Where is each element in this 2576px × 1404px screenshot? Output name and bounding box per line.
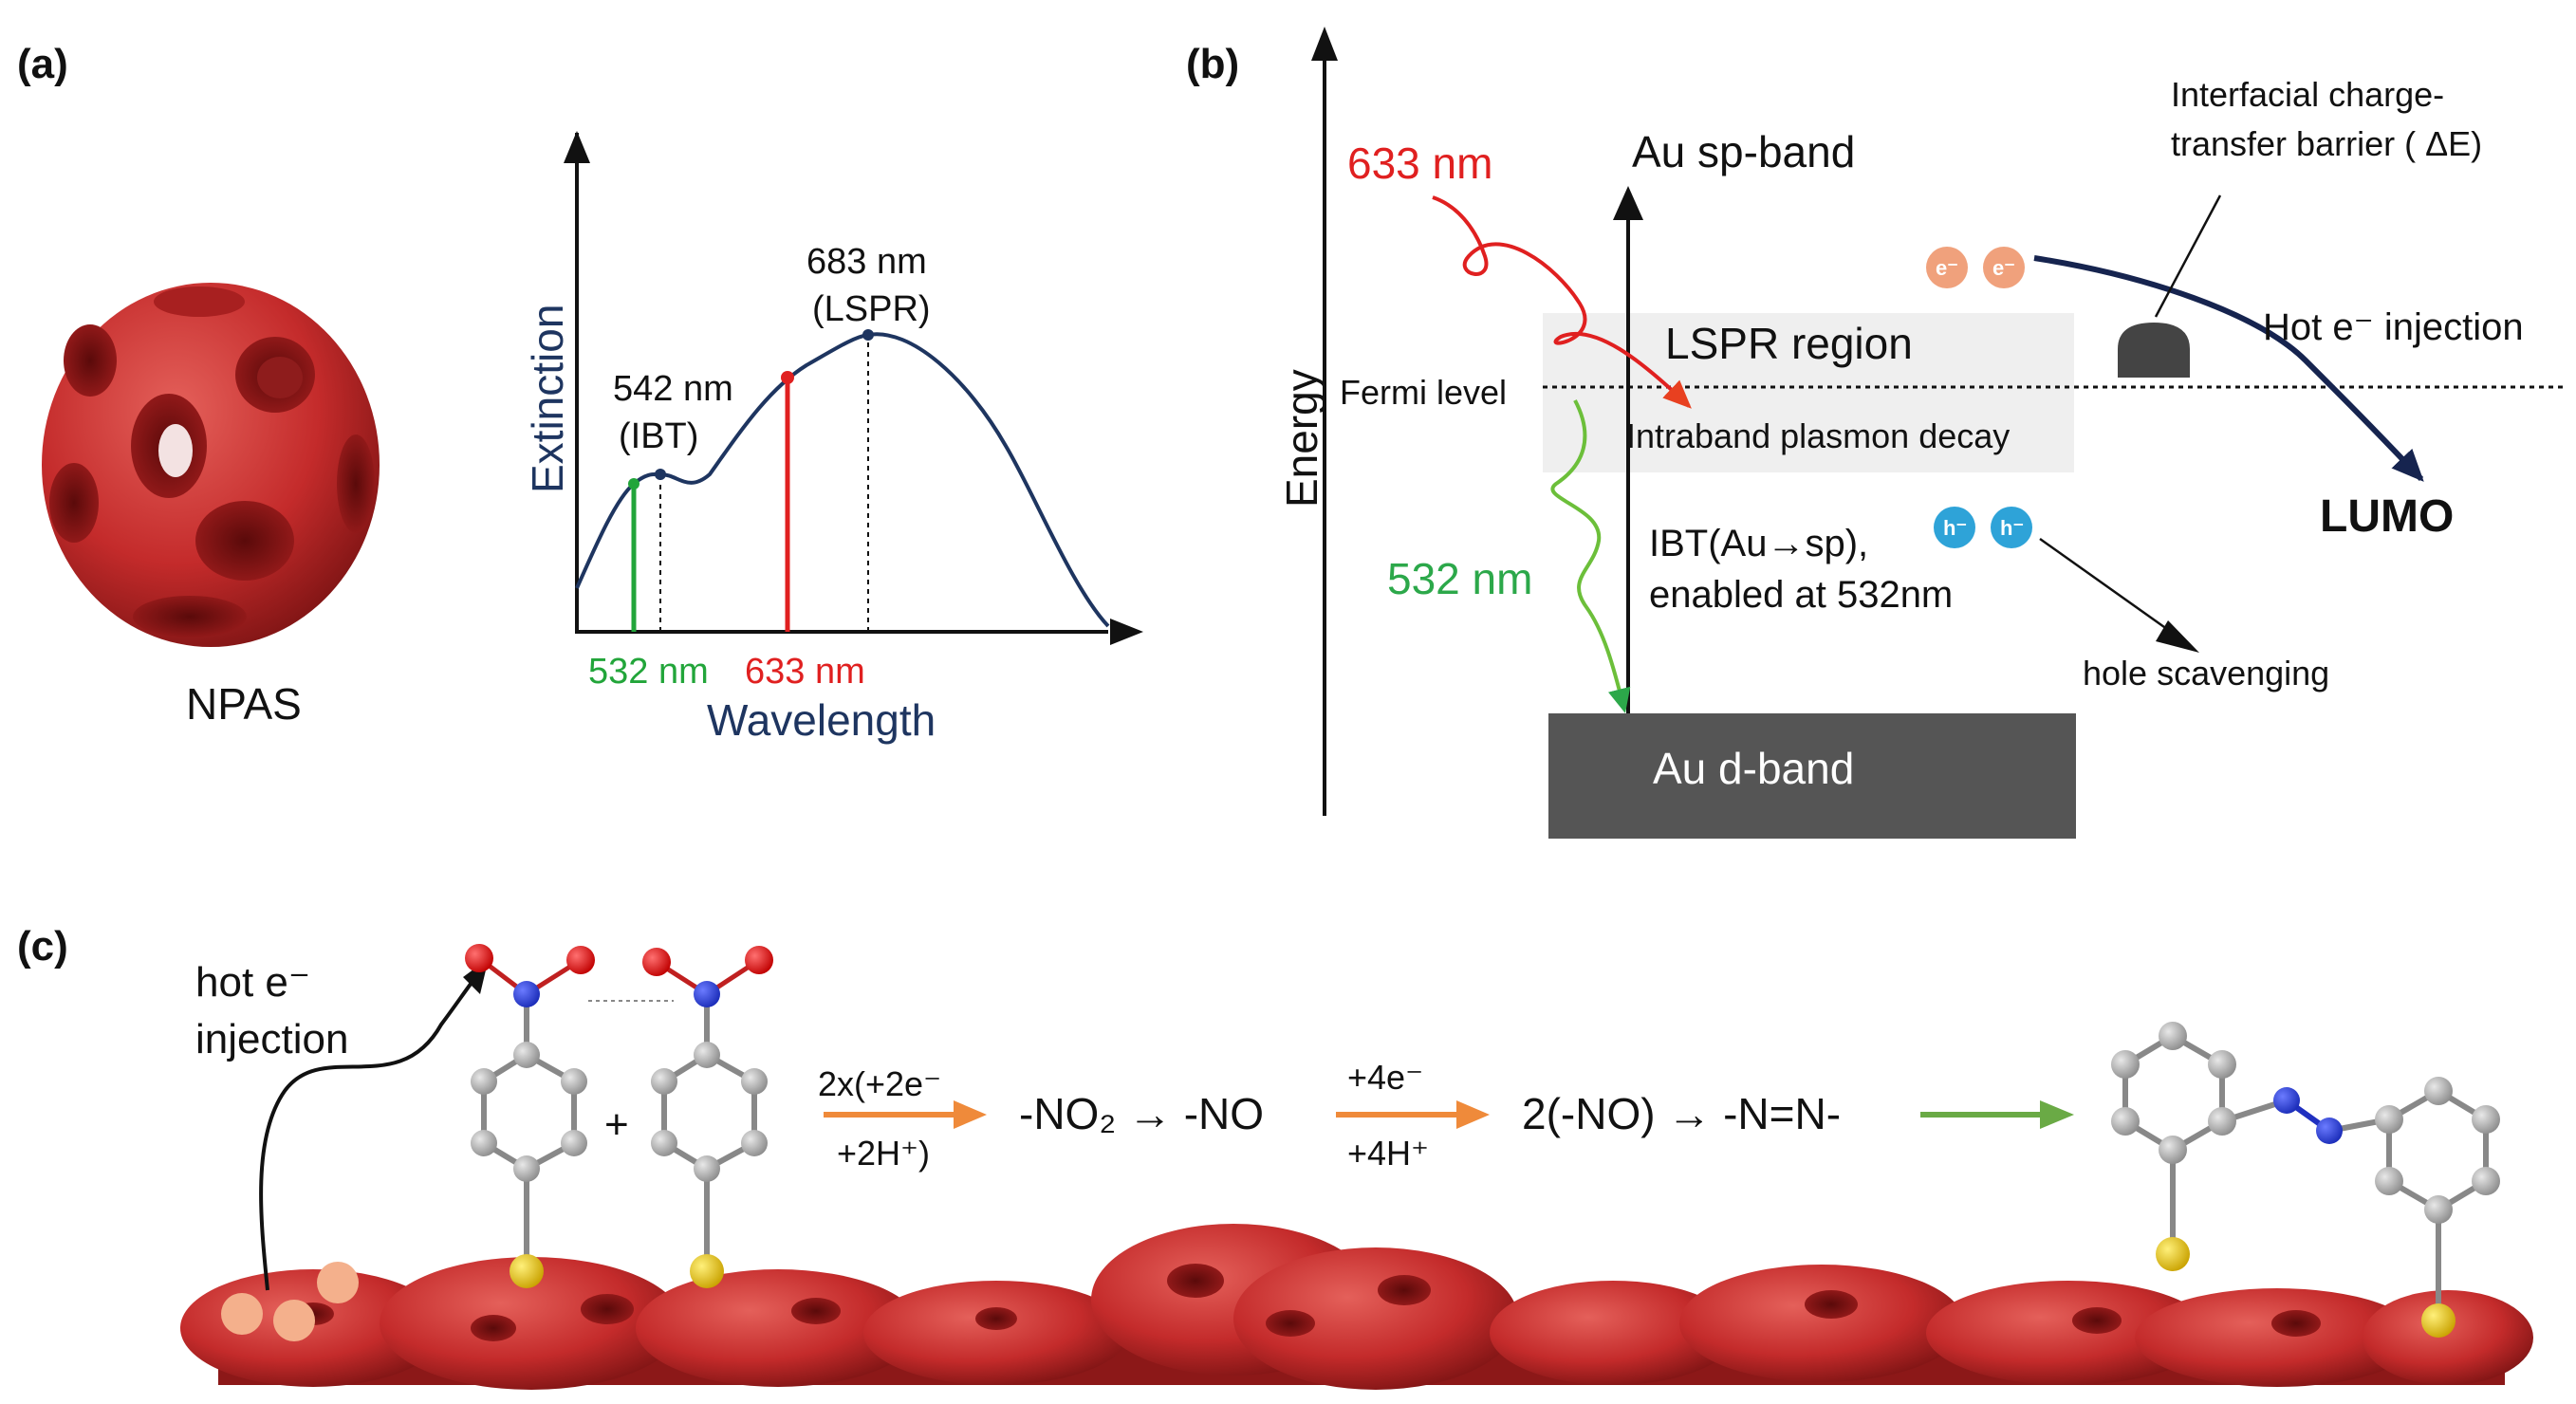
ibt-peak-marker [655,469,666,480]
fermi-level-label: Fermi level [1340,373,1507,412]
hot-injection-label: Hot e⁻ injection [2263,306,2524,348]
electron-2 [1983,247,2025,288]
nitrothiophenol-molecule-1 [465,944,595,1288]
barrier-label-line2: transfer barrier ( ΔE) [2171,124,2482,163]
chart-y-axis-arrowhead [564,131,590,163]
sp-band-label: Au sp-band [1632,127,1855,176]
final-green-arrowhead [2040,1100,2074,1129]
step1-product: -NO₂ → -NO [1019,1089,1264,1138]
sp-band-arrowhead [1613,186,1643,220]
plus-sign: + [604,1101,629,1148]
excitation-633-label: 633 nm [1347,139,1492,188]
step1-bottom-label: +2H⁺) [837,1134,930,1173]
hot-injection-arrow [259,970,481,1291]
extinction-chart: Extinction Wavelength 683 nm (LSPR) 542 … [523,131,1143,745]
lspr-region-label: LSPR region [1665,319,1913,368]
red-633-label: 633 nm [745,652,865,692]
electron-1 [1926,247,1968,288]
peak-ibt-value: 542 nm [613,369,733,409]
peak-ibt-name: (IBT) [619,416,698,456]
npas-particle-illustration [42,283,380,647]
lspr-peak-marker [862,329,874,341]
nitrothiophenol-molecule-2 [642,946,773,1288]
ibt-label-line1: IBT(Au→sp), [1649,523,1868,564]
red-point-marker [781,371,794,384]
hot-injection-line2: injection [195,1016,348,1062]
gold-nanoparticle-substrate [180,1224,2533,1390]
panel-c-label: (c) [17,923,68,970]
holes: h⁻ h⁻ [1934,507,2032,548]
hole-scavenging-label: hole scavenging [2083,654,2329,693]
lspr-region-box [1543,313,2074,472]
step2-bottom-label: +4H⁺ [1347,1134,1429,1173]
green-532-label: 532 nm [588,652,709,692]
step2-arrowhead [1456,1100,1490,1129]
peak-lspr-name: (LSPR) [812,289,931,329]
chart-x-axis-arrowhead [1110,619,1143,645]
electron-1-symbol: e⁻ [1936,256,1958,280]
hole-2 [1991,507,2032,548]
intraband-decay-label: Intraband plasmon decay [1626,416,2010,455]
red-excitation-squiggle [1432,195,1692,409]
step2-top-label: +4e⁻ [1347,1058,1423,1097]
step2-product: 2(-NO) → -N=N- [1522,1089,1841,1138]
excitation-532-label: 532 nm [1387,554,1532,603]
lumo-label: LUMO [2320,491,2454,542]
barrier-label-line1: Interfacial charge- [2171,75,2444,114]
hole-1-symbol: h⁻ [1943,516,1967,540]
green-point-marker [628,478,639,490]
energy-axis-label: Energy [1277,369,1326,508]
ibt-label-line2: enabled at 532nm [1649,574,1953,616]
hole-2-symbol: h⁻ [2000,516,2024,540]
panel-a-label: (a) [17,41,68,87]
panel-b-label: (b) [1186,41,1239,87]
hot-electron-injection-curve [2033,255,2424,482]
charge-transfer-barrier-shape [2118,323,2190,378]
hot-injection-line1: hot e⁻ [195,959,310,1006]
hole-scavenging-arrowhead [2156,620,2199,653]
dmab-azo-molecule [2111,1022,2500,1338]
energy-axis-arrowhead [1311,27,1338,61]
surface-electrons [221,1262,359,1341]
barrier-pointer-line [2154,194,2222,318]
x-axis-label: Wavelength [707,695,936,745]
step1-arrowhead [954,1100,987,1129]
green-excitation-squiggle [1550,399,1631,713]
d-band-block [1548,713,2076,839]
hot-electrons: e⁻ e⁻ [1926,247,2025,288]
step1-top-label: 2x(+2e⁻ [818,1064,941,1103]
hole-1 [1934,507,1975,548]
hole-scavenging-arrow [2039,537,2188,645]
peak-lspr-value: 683 nm [806,242,927,282]
y-axis-label: Extinction [523,305,572,493]
electron-2-symbol: e⁻ [1992,256,2015,280]
d-band-label: Au d-band [1653,744,1854,793]
energy-diagram: Energy LSPR region Fermi level Intraband… [1277,27,2567,839]
npas-label: NPAS [186,679,302,729]
